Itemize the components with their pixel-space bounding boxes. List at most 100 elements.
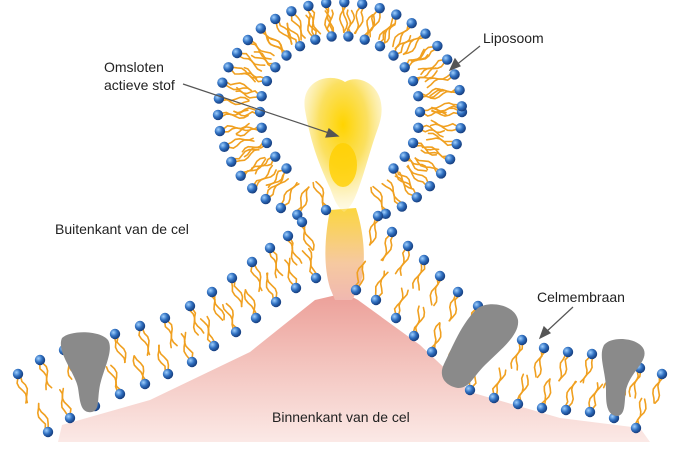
lipid-tail bbox=[415, 67, 437, 79]
lipid-tail bbox=[433, 279, 442, 307]
phospholipid-icon bbox=[242, 34, 254, 46]
phospholipid-icon bbox=[282, 230, 294, 242]
cell-interior bbox=[58, 293, 650, 442]
lipid-tail bbox=[431, 102, 459, 109]
active-substance bbox=[304, 77, 382, 300]
lipid-tail bbox=[347, 9, 356, 34]
lipid-tail bbox=[372, 185, 387, 211]
lipid-tail bbox=[254, 159, 274, 175]
phospholipid-icon bbox=[208, 340, 220, 352]
lipid-tail bbox=[265, 272, 274, 300]
phospholipid-icon bbox=[442, 54, 453, 65]
phospholipid-icon bbox=[214, 125, 226, 137]
lipid-tail bbox=[240, 72, 264, 83]
lipid-tail bbox=[287, 239, 298, 266]
lipid-tail bbox=[628, 370, 640, 398]
lipid-tail bbox=[412, 305, 421, 333]
phospholipid-icon bbox=[270, 296, 282, 308]
phospholipid-icon bbox=[560, 404, 572, 416]
lipid-tail bbox=[138, 329, 150, 356]
lipid-tail bbox=[241, 142, 264, 153]
lipid-tail bbox=[251, 40, 275, 57]
phospholipid-icon bbox=[235, 170, 246, 181]
lipid-tail bbox=[430, 119, 458, 128]
label-outside-cell: Buitenkant van de cel bbox=[55, 221, 189, 237]
phospholipid-icon bbox=[426, 346, 438, 358]
phospholipid-icon bbox=[434, 270, 446, 282]
lipid-tail bbox=[132, 355, 144, 382]
phospholipid-icon bbox=[399, 151, 410, 162]
phospholipid-icon bbox=[270, 13, 281, 25]
lipid-tail bbox=[253, 164, 274, 186]
phospholipid-icon bbox=[451, 138, 462, 150]
phospholipid-icon bbox=[256, 91, 267, 102]
phospholipid-icon bbox=[246, 256, 258, 268]
lipid-tail bbox=[406, 48, 425, 65]
phospholipid-icon bbox=[139, 378, 151, 390]
phospholipid-icon bbox=[424, 181, 436, 192]
lipid-tail bbox=[382, 235, 394, 262]
lipid-tail bbox=[36, 402, 47, 430]
lipid-tail bbox=[370, 186, 384, 212]
membrane-protein-icon bbox=[441, 304, 519, 388]
lipid-tail bbox=[280, 181, 298, 205]
lipid-tail bbox=[299, 186, 310, 213]
lipid-tail bbox=[425, 137, 454, 147]
lipid-tail bbox=[342, 5, 349, 34]
lipid-tail bbox=[399, 249, 411, 276]
label-cell-membrane: Celmembraan bbox=[537, 289, 625, 305]
label-liposome: Liposoom bbox=[483, 30, 544, 46]
lipid-tail bbox=[414, 306, 426, 334]
lipid-tail bbox=[235, 128, 259, 137]
phospholipid-icon bbox=[270, 62, 281, 73]
phospholipid-icon bbox=[256, 122, 267, 133]
lipid-tail bbox=[110, 364, 121, 391]
lipid-tail bbox=[183, 331, 194, 359]
lipid-tail bbox=[402, 36, 425, 55]
pointer-cell-membrane bbox=[544, 306, 574, 334]
lipid-tail bbox=[394, 35, 412, 53]
phospholipid-icon bbox=[435, 168, 447, 179]
phospholipid-icon bbox=[159, 312, 171, 324]
phospholipid-icon bbox=[226, 156, 237, 167]
phospholipid-icon bbox=[230, 326, 242, 338]
phospholipid-icon bbox=[402, 240, 414, 252]
lipid-tail bbox=[157, 344, 166, 372]
phospholipid-icon bbox=[432, 40, 443, 52]
lipid-tail bbox=[180, 333, 190, 360]
lipid-tail bbox=[634, 397, 643, 425]
lipid-tail bbox=[255, 169, 277, 188]
phospholipid-icon bbox=[109, 328, 121, 340]
phospholipid-icon bbox=[34, 354, 46, 366]
lipid-tail bbox=[363, 14, 374, 37]
phospholipid-icon bbox=[290, 282, 302, 294]
phospholipid-icon bbox=[372, 210, 384, 222]
phospholipid-icon bbox=[464, 384, 476, 396]
phospholipid-icon bbox=[370, 294, 382, 306]
lipid-tail bbox=[654, 377, 664, 404]
lipid-tail bbox=[288, 257, 298, 285]
lipid-tail bbox=[307, 13, 318, 37]
lipid-tail bbox=[516, 373, 525, 401]
phospholipid-icon bbox=[286, 6, 297, 17]
lipid-tail bbox=[283, 183, 300, 207]
lipid-tail bbox=[221, 113, 249, 120]
phospholipid-icon bbox=[562, 346, 574, 358]
lipid-tail bbox=[326, 5, 335, 33]
phospholipid-icon bbox=[326, 31, 337, 42]
lipid-tail bbox=[290, 238, 303, 264]
phospholipid-icon bbox=[321, 0, 332, 9]
phospholipid-icon bbox=[407, 75, 419, 87]
lipid-tail bbox=[429, 90, 457, 100]
label-inside-cell: Binnenkant van de cel bbox=[272, 409, 410, 425]
phospholipid-icon bbox=[359, 34, 370, 45]
phospholipid-icon bbox=[343, 31, 354, 42]
lipid-tail bbox=[515, 343, 524, 371]
lipid-tail bbox=[408, 156, 429, 171]
phospholipid-icon bbox=[350, 284, 362, 296]
lipid-tail bbox=[491, 367, 502, 395]
phospholipid-icon bbox=[390, 312, 402, 324]
phospholipid-icon bbox=[270, 151, 281, 162]
lipid-tail bbox=[233, 110, 257, 117]
